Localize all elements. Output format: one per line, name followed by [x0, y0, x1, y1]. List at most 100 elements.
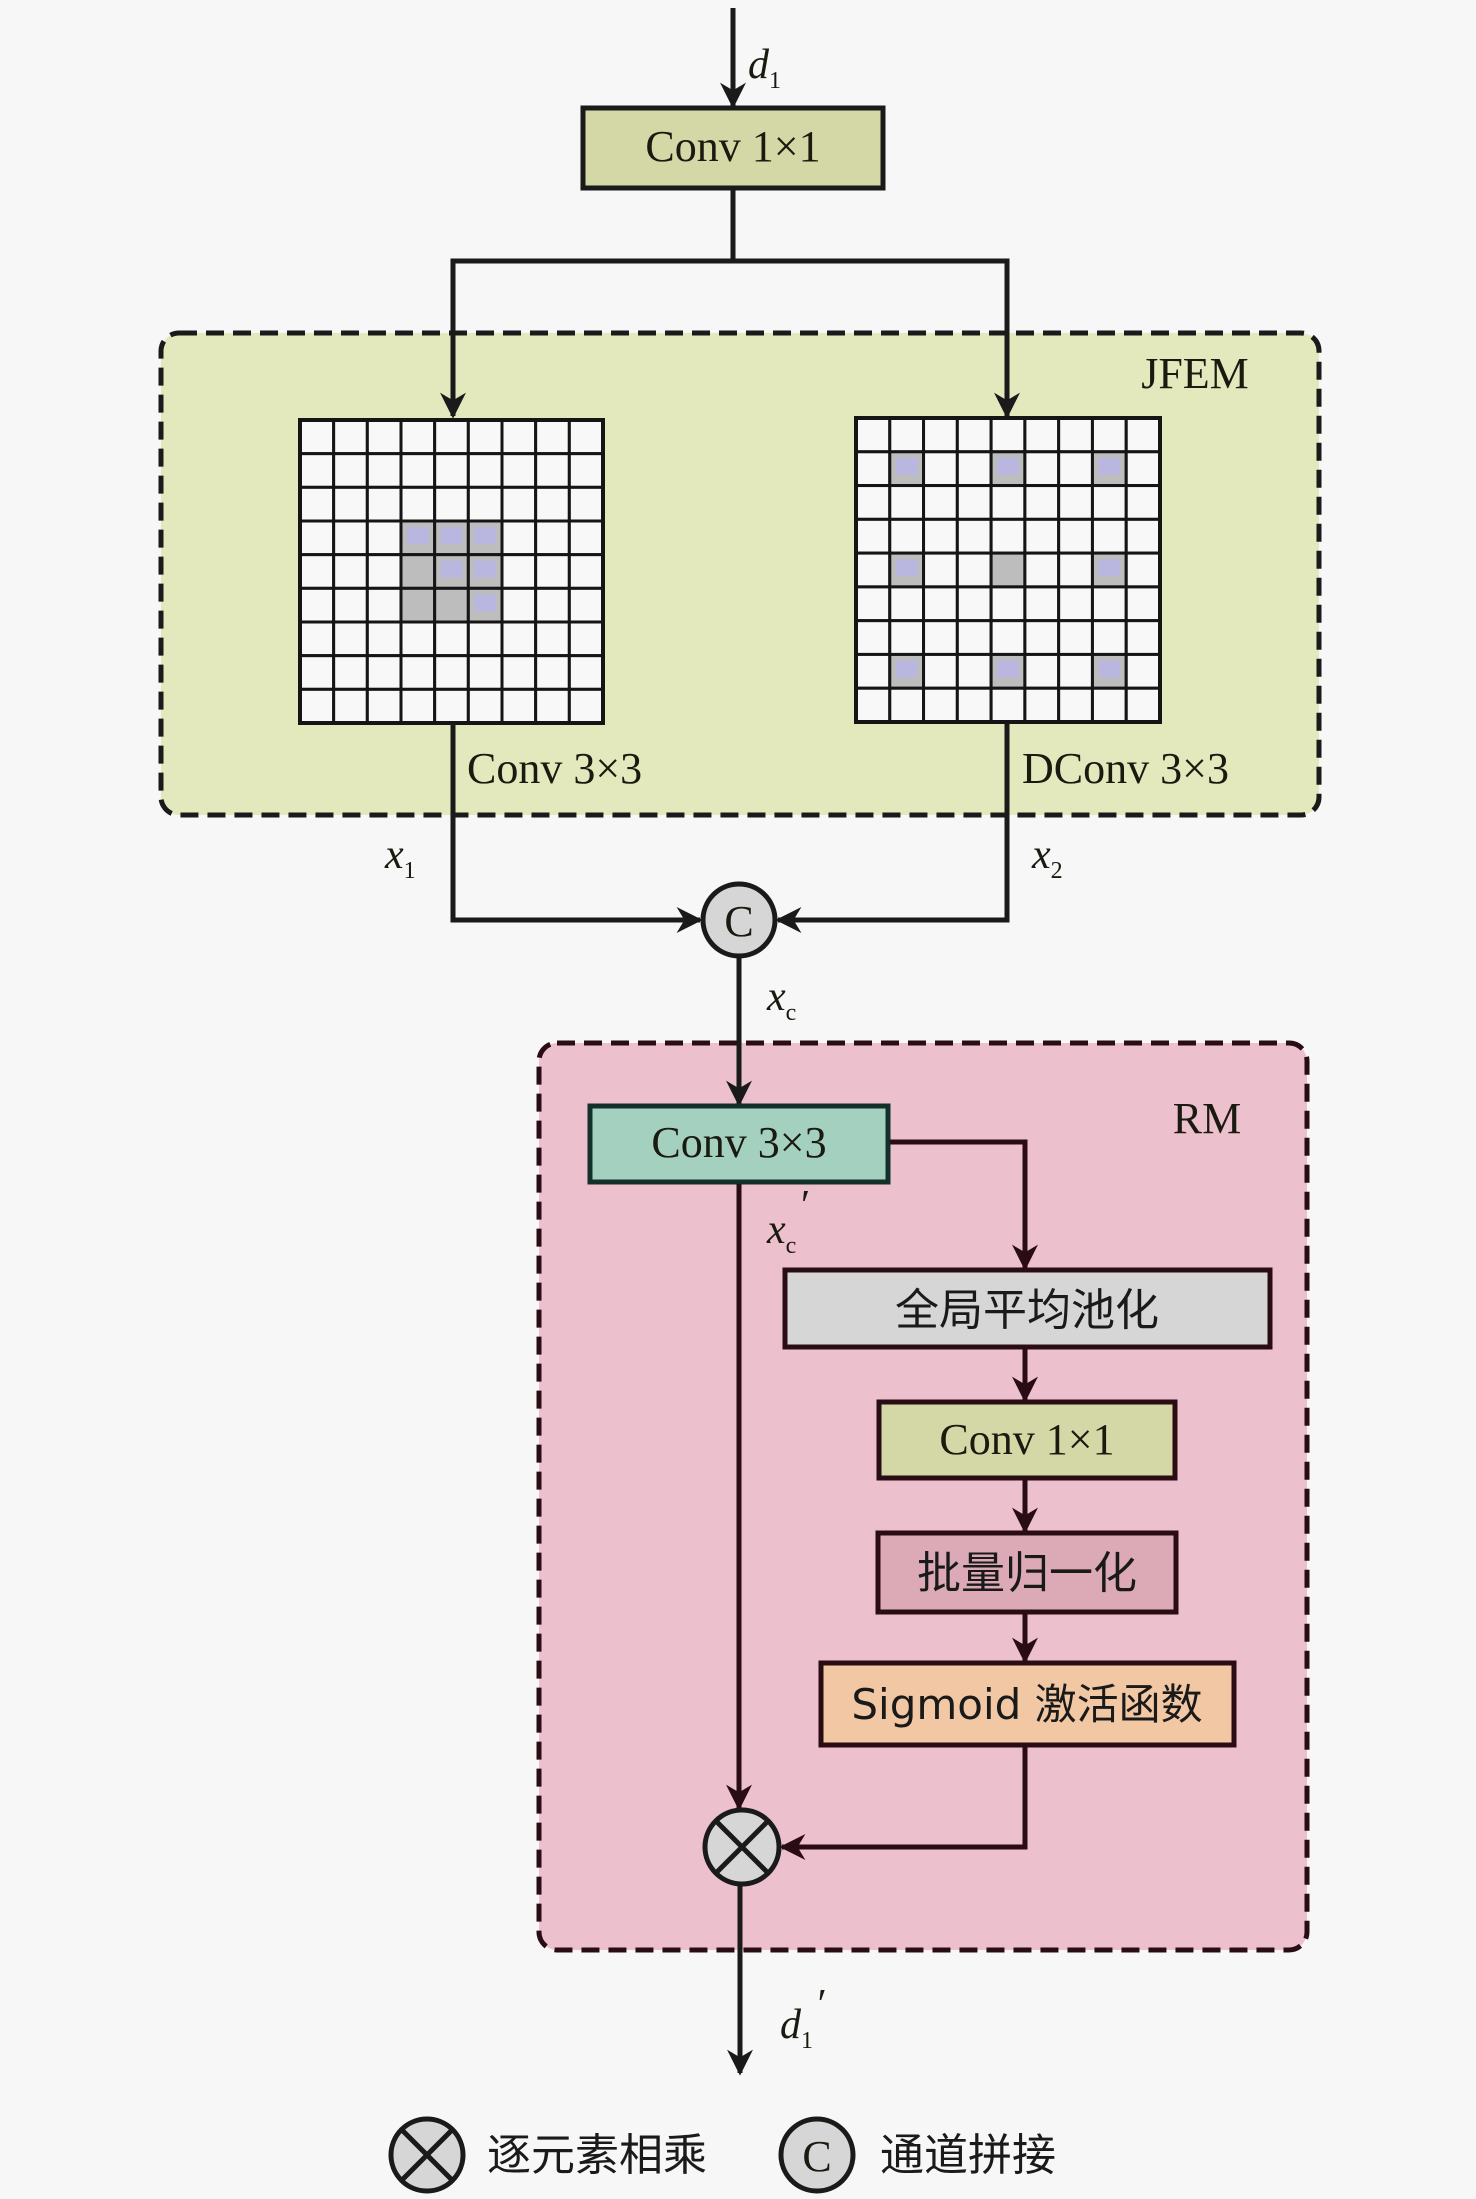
grid-cell — [1057, 686, 1094, 724]
bn-label: 批量归一化 — [917, 1548, 1137, 1599]
grid-cell — [955, 517, 993, 555]
grid-cell — [433, 654, 470, 691]
grid-cell — [298, 654, 336, 691]
rm-conv3x3-label: Conv 3×3 — [651, 1118, 826, 1167]
grid-cell — [399, 452, 437, 489]
svg-text:C: C — [802, 2132, 831, 2181]
grid-cell — [922, 484, 959, 521]
grid-cell — [888, 484, 926, 521]
grid-cell — [466, 654, 504, 691]
top-conv1x1-block[interactable]: Conv 1×1 — [580, 105, 886, 191]
grid-cell — [1090, 484, 1128, 521]
grid-cell — [567, 553, 605, 590]
grid-cell — [922, 652, 959, 690]
grid-cell — [955, 450, 993, 488]
grid-cell — [854, 517, 892, 555]
grid-cell-highlight — [474, 560, 496, 578]
grid-cell — [534, 620, 571, 658]
grid-cell — [1023, 416, 1061, 454]
grid-cell — [888, 585, 926, 623]
grid-cell — [534, 485, 571, 523]
grid-cell — [534, 654, 571, 691]
grid-cell-highlight — [895, 457, 918, 475]
grid-cell — [922, 517, 959, 555]
split-connector — [440, 190, 736, 419]
rm-conv1x1-block[interactable]: Conv 1×1 — [876, 1399, 1178, 1481]
grid-cell — [332, 553, 369, 590]
bn-block[interactable]: 批量归一化 — [875, 1530, 1179, 1615]
rm-conv3x3-block[interactable]: Conv 3×3 — [587, 1103, 891, 1185]
grid-cell — [534, 418, 571, 456]
grid-cell — [399, 654, 437, 691]
grid-cell-highlight — [997, 660, 1019, 678]
grid-cell — [399, 553, 437, 590]
grid-cell-highlight — [997, 457, 1019, 475]
sigmoid-block[interactable]: Sigmoid 激活函数 — [818, 1660, 1237, 1748]
grid-cell — [466, 452, 504, 489]
sigmoid-label: Sigmoid 激活函数 — [851, 1680, 1202, 1729]
grid-cell — [500, 687, 538, 725]
grid-cell — [1057, 416, 1094, 454]
grid-cell — [534, 452, 571, 489]
grid-cell — [567, 687, 605, 725]
grid-cell — [854, 619, 892, 656]
grid-cell-highlight — [440, 527, 463, 544]
concat-node: C — [700, 881, 778, 959]
grid-cell — [298, 452, 336, 489]
grid-cell — [399, 620, 437, 658]
grid-cell — [298, 586, 336, 624]
grid-cell — [534, 586, 571, 624]
grid-cell — [888, 416, 926, 454]
grid-cell — [1124, 619, 1162, 656]
grid-cell — [332, 687, 369, 725]
grid-cell — [1090, 416, 1128, 454]
grid-cell — [567, 418, 605, 456]
grid-cell — [332, 418, 369, 456]
grid-cell — [365, 553, 403, 590]
grid-cell — [922, 416, 959, 454]
legend-concat-label: 通道拼接 — [880, 2130, 1056, 2181]
gap-block[interactable]: 全局平均池化 — [782, 1267, 1273, 1350]
grid-cell-highlight — [1098, 559, 1121, 577]
xc-label: xc — [766, 974, 796, 1026]
grid-cell — [955, 416, 993, 454]
x1-label: x1 — [384, 832, 416, 884]
grid-cell — [955, 585, 993, 623]
grid-cell — [332, 654, 369, 691]
grid-cell-highlight — [1098, 660, 1121, 678]
grid-cell — [365, 418, 403, 456]
grid-cell — [332, 519, 369, 557]
grid-cell-highlight — [474, 594, 496, 612]
grid-cell — [854, 551, 892, 589]
grid-cell — [854, 416, 892, 454]
grid-cell — [500, 418, 538, 456]
grid-cell — [1124, 585, 1162, 623]
grid-cell — [1124, 686, 1162, 724]
grid-cell — [1124, 652, 1162, 690]
grid-cell — [567, 654, 605, 691]
grid-cell — [922, 619, 959, 656]
grid-cell — [365, 687, 403, 725]
grid-cell — [332, 586, 369, 624]
grid-cell — [888, 517, 926, 555]
grid-cell — [922, 551, 959, 589]
grid-cell — [365, 452, 403, 489]
grid-cell — [955, 484, 993, 521]
attention-branch-connector — [890, 1139, 1038, 1271]
grid-cell — [989, 551, 1027, 589]
grid-cell — [466, 418, 504, 456]
grid-cell — [854, 686, 892, 724]
grid-cell — [567, 620, 605, 658]
grid-border — [854, 416, 1162, 724]
grid-cell — [433, 687, 470, 725]
grid-cell — [1090, 585, 1128, 623]
conv3x3-grid-label: Conv 3×3 — [467, 744, 642, 793]
grid-cell — [567, 519, 605, 557]
grid-cell — [922, 585, 959, 623]
grid-cell — [466, 485, 504, 523]
grid-cell — [1090, 686, 1128, 724]
grid-cell — [399, 586, 437, 624]
grid-cell — [298, 485, 336, 523]
